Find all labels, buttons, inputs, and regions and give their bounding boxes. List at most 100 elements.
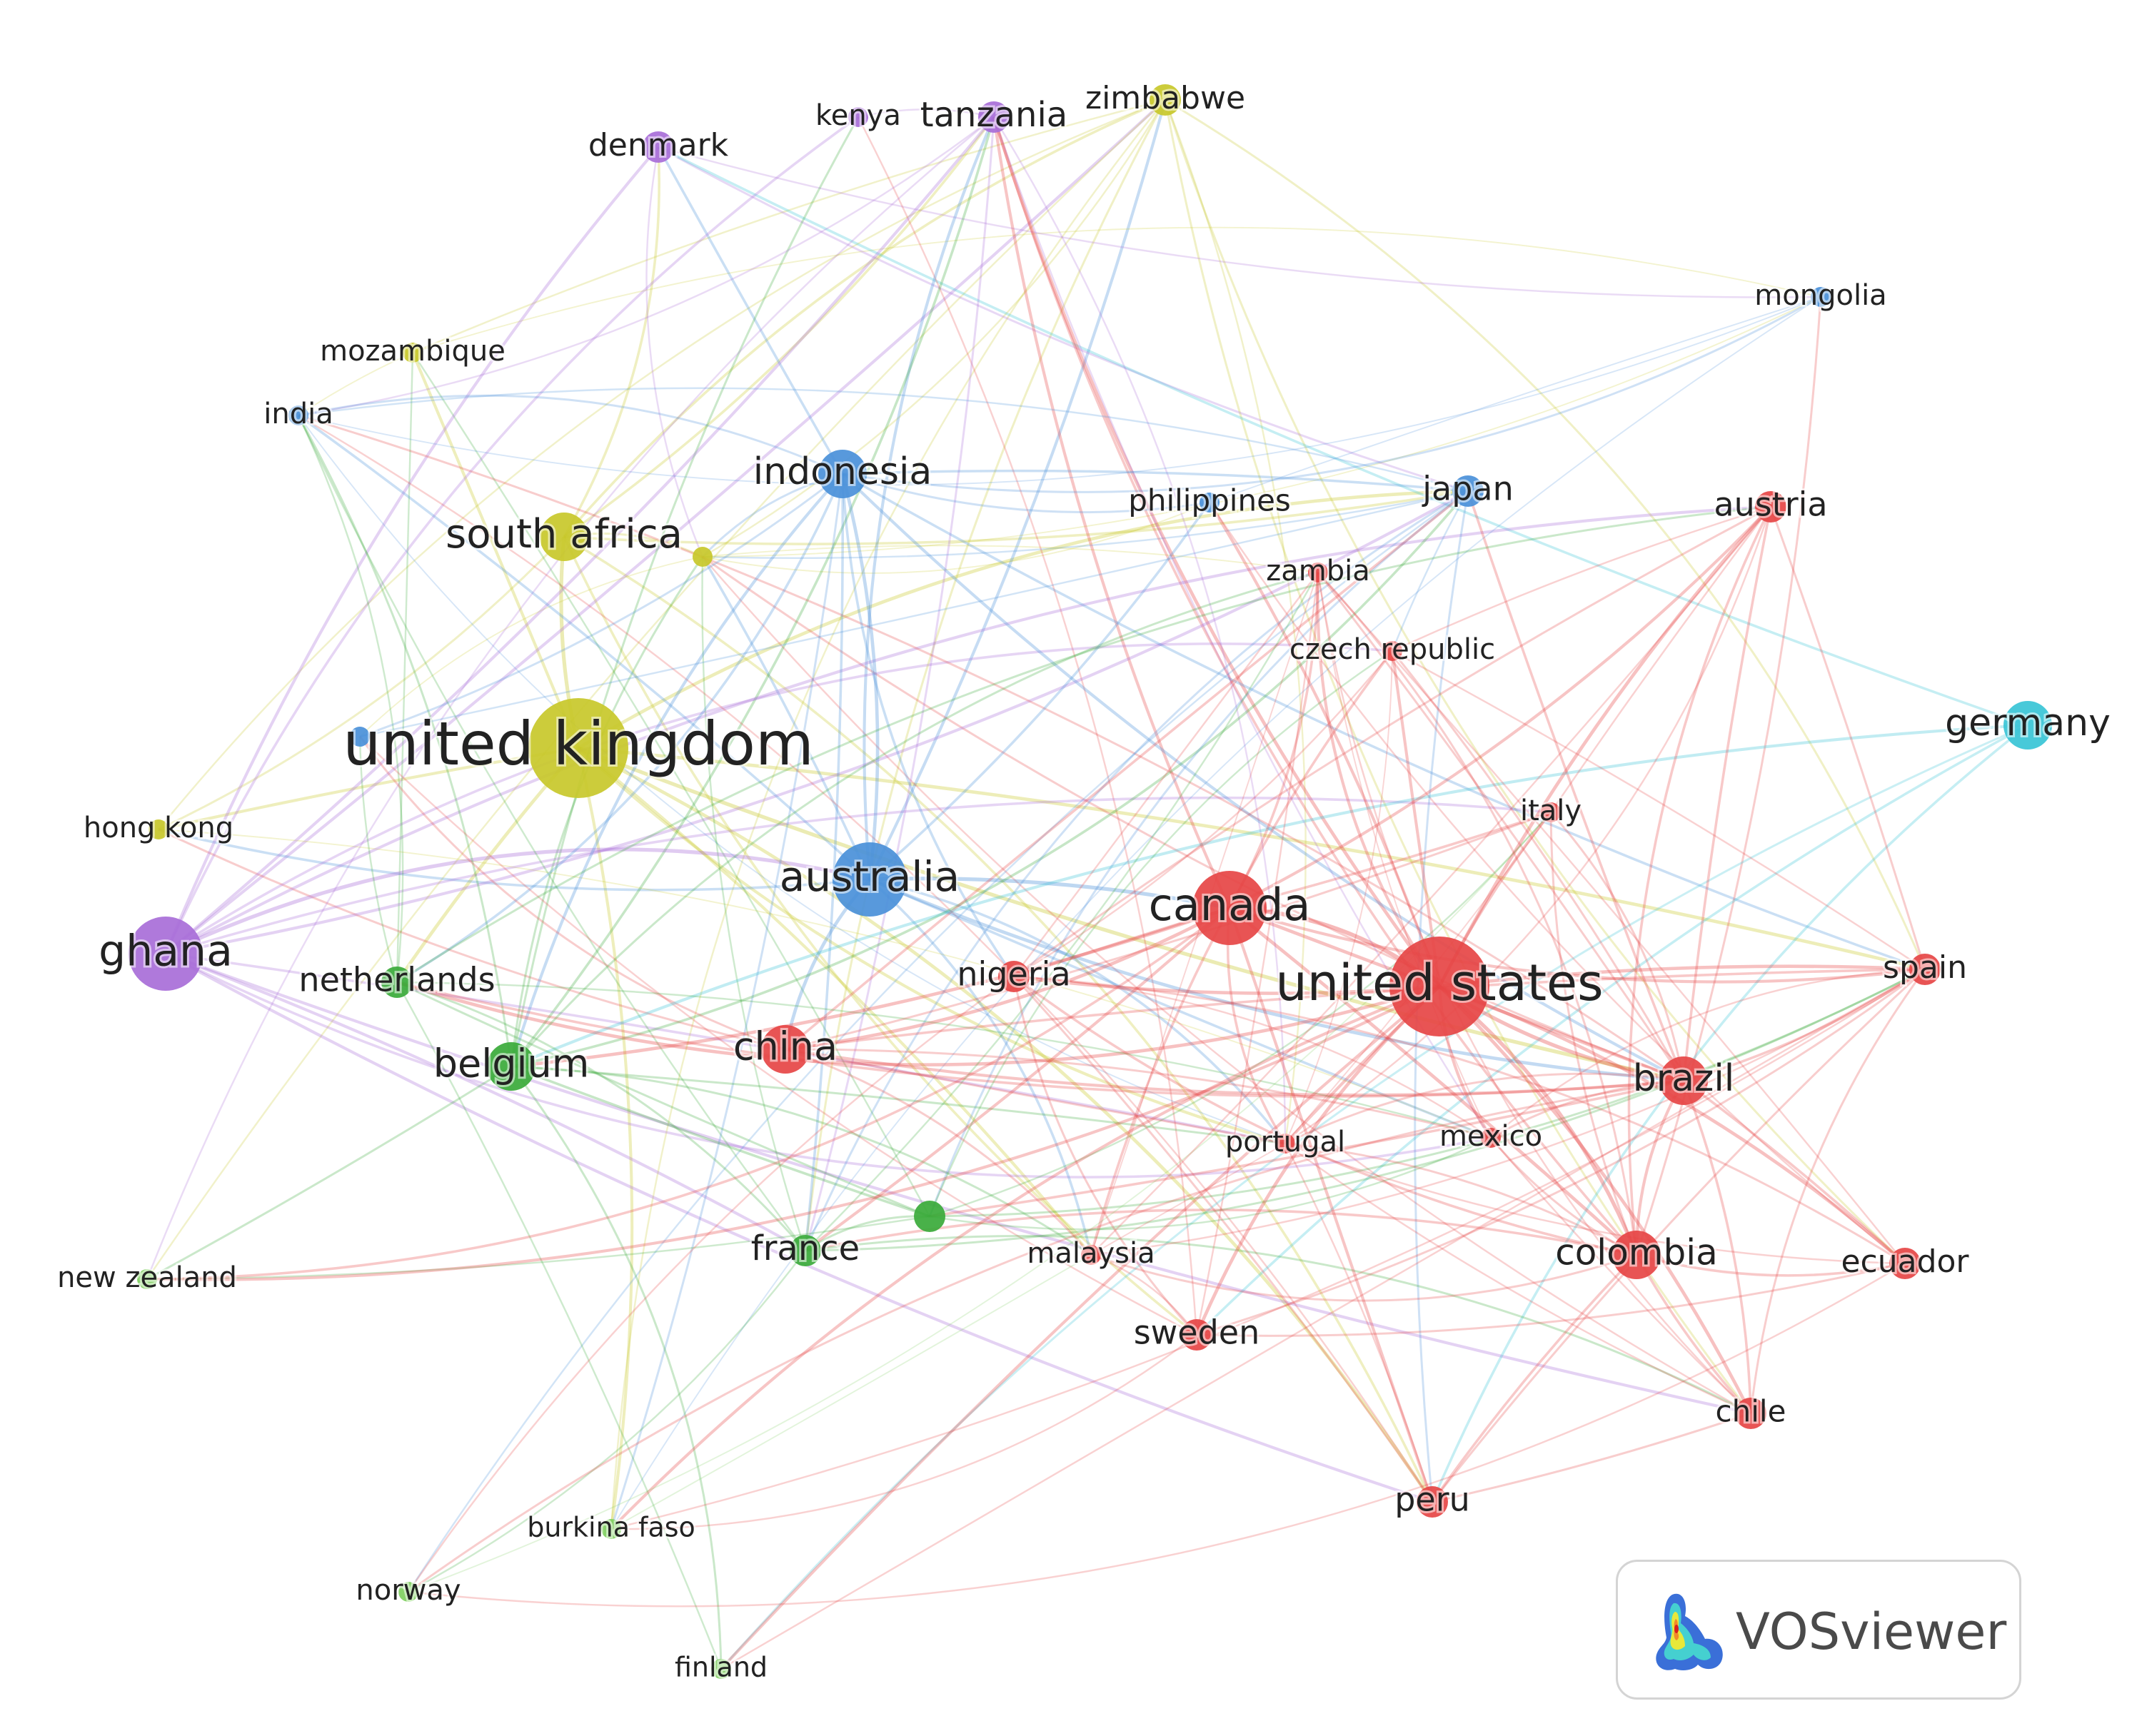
link-zimbabwe-mozambique	[412, 99, 1166, 354]
label-norway: norway	[356, 1574, 461, 1607]
link-unlabeled-yellow-france	[701, 556, 807, 1251]
link-india-peru	[298, 414, 1434, 1503]
node-australia[interactable]	[833, 842, 907, 917]
link-nigeria-mexico	[1013, 975, 1492, 1139]
node-tanzania[interactable]	[978, 101, 1010, 133]
link-canada-italy	[1229, 811, 1552, 909]
node-brazil[interactable]	[1659, 1056, 1708, 1105]
node-portugal[interactable]	[1275, 1134, 1295, 1154]
label-south-africa: south africa	[446, 511, 683, 557]
link-mozambique-mongolia	[412, 226, 1821, 353]
node-zambia[interactable]	[1308, 562, 1328, 582]
node-chile[interactable]	[1735, 1398, 1766, 1429]
node-malaysia[interactable]	[1081, 1245, 1101, 1265]
node-philippines[interactable]	[1200, 493, 1220, 513]
link-kenya-sweden	[857, 116, 1198, 1336]
link-tanzania-canada	[992, 116, 1231, 909]
link-tanzania-india	[298, 116, 995, 417]
link-india-belgium	[297, 415, 513, 1067]
link-unlabeled-yellow-zambia	[702, 545, 1319, 573]
node-new-zealand[interactable]	[137, 1269, 157, 1289]
link-austria-malaysia	[1090, 506, 1771, 1256]
link-colombia-peru	[1431, 1253, 1638, 1503]
node-nigeria[interactable]	[998, 961, 1030, 992]
link-india-netherlands	[297, 415, 404, 983]
link-portugal-chile	[1284, 1143, 1751, 1415]
node-unlabeled-yellow[interactable]	[693, 547, 713, 567]
node-finland[interactable]	[711, 1659, 731, 1679]
node-ghana[interactable]	[129, 917, 203, 991]
link-tanzania-australia	[863, 116, 995, 880]
node-canada[interactable]	[1192, 871, 1267, 945]
link-hong-kong-mexico	[158, 829, 1492, 1139]
link-malaysia-sweden	[1090, 1253, 1197, 1336]
link-united-kingdom-burkina-faso	[576, 747, 634, 1530]
link-brazil-mexico	[1490, 1079, 1684, 1139]
link-nigeria-peru	[1012, 975, 1434, 1503]
link-indonesia-mongolia	[842, 296, 1821, 493]
label-finland: finland	[675, 1652, 768, 1683]
link-unlabeled-yellow-chile	[702, 556, 1751, 1415]
link-japan-czech-republic	[1391, 490, 1469, 652]
link-netherlands-mexico	[396, 981, 1492, 1139]
node-china[interactable]	[761, 1025, 810, 1074]
node-italy[interactable]	[1541, 802, 1561, 822]
node-united-kingdom[interactable]	[528, 698, 628, 798]
node-germany[interactable]	[2003, 701, 2052, 750]
node-peru[interactable]	[1417, 1486, 1448, 1518]
node-austria[interactable]	[1755, 491, 1786, 523]
label-belgium: belgium	[433, 1041, 590, 1086]
label-canada: canada	[1149, 879, 1311, 931]
node-united-states[interactable]	[1389, 937, 1489, 1036]
node-ecuador[interactable]	[1889, 1248, 1921, 1279]
link-norway-italy	[408, 812, 1552, 1593]
node-czech-republic[interactable]	[1382, 641, 1402, 661]
node-zimbabwe[interactable]	[1150, 84, 1181, 116]
link-spain-chile	[1749, 969, 1926, 1414]
link-indonesia-australia	[840, 473, 880, 880]
node-burkina-faso[interactable]	[601, 1519, 621, 1539]
link-malaysia-colombia	[1090, 1253, 1637, 1302]
label-united-kingdom: united kingdom	[343, 709, 814, 779]
node-japan[interactable]	[1452, 475, 1484, 507]
link-unlabeled-green-new-zealand	[146, 1215, 930, 1281]
label-mongolia: mongolia	[1754, 279, 1886, 312]
node-unlabeled-blue[interactable]	[350, 727, 370, 747]
link-unlabeled-yellow-brazil	[702, 555, 1684, 1082]
link-finland-united-states	[720, 985, 1441, 1670]
node-netherlands[interactable]	[381, 967, 413, 998]
link-burkina-faso-spain	[610, 968, 1926, 1530]
link-unlabeled-green-brazil	[929, 1079, 1684, 1218]
node-spain[interactable]	[1909, 954, 1941, 985]
node-indonesia[interactable]	[818, 450, 867, 498]
link-united-kingdom-spain	[578, 746, 1926, 972]
node-denmark[interactable]	[643, 131, 674, 163]
link-france-norway	[408, 1250, 806, 1593]
link-south-africa-hong-kong	[158, 535, 565, 831]
link-unlabeled-yellow-mongolia	[702, 296, 1821, 557]
node-kenya[interactable]	[848, 107, 868, 127]
node-unlabeled-green[interactable]	[914, 1201, 945, 1232]
node-india[interactable]	[288, 405, 308, 425]
link-unlabeled-yellow-unlabeled-blue	[359, 556, 703, 737]
link-mozambique-india	[298, 352, 413, 416]
node-mexico[interactable]	[1481, 1128, 1501, 1148]
node-belgium[interactable]	[487, 1042, 535, 1091]
node-south-africa[interactable]	[540, 513, 588, 561]
link-canada-china	[785, 906, 1231, 1051]
link-norway-nigeria	[407, 976, 1015, 1593]
node-france[interactable]	[790, 1235, 821, 1266]
node-sweden[interactable]	[1181, 1319, 1212, 1351]
link-ghana-chile	[165, 952, 1751, 1415]
link-south-africa-japan	[563, 490, 1469, 545]
label-china: china	[733, 1024, 838, 1069]
node-norway[interactable]	[398, 1582, 418, 1602]
link-belgium-canada	[511, 906, 1230, 1069]
label-spain: spain	[1883, 949, 1967, 986]
node-mozambique[interactable]	[403, 343, 423, 363]
link-china-italy	[785, 811, 1552, 1051]
node-hong-kong[interactable]	[149, 819, 169, 839]
node-colombia[interactable]	[1612, 1231, 1661, 1279]
label-mexico: mexico	[1439, 1120, 1542, 1153]
node-mongolia[interactable]	[1811, 287, 1831, 307]
